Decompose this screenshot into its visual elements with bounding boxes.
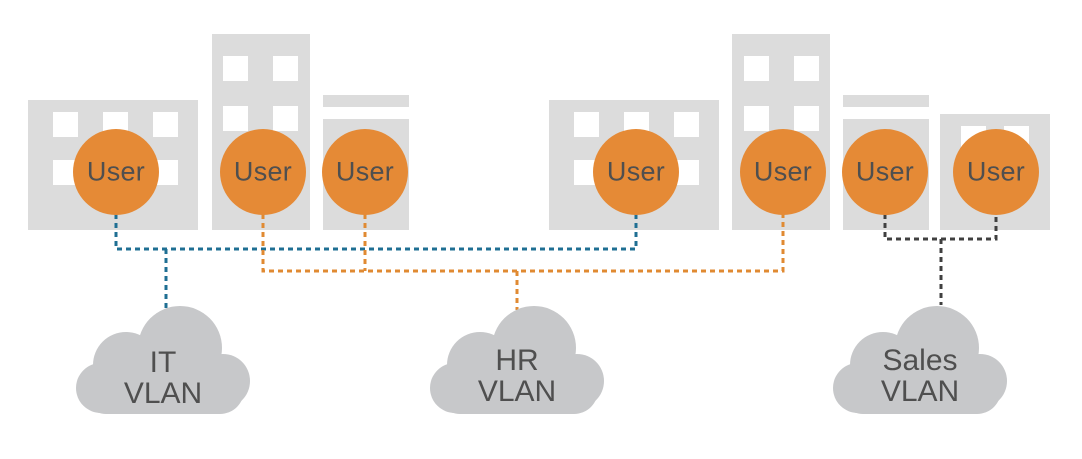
hr-vlan-link	[261, 214, 785, 273]
user-circle	[322, 129, 408, 215]
user-label: User	[335, 156, 395, 187]
user-label: User	[233, 156, 293, 187]
user-label: User	[855, 156, 915, 187]
user-circle	[842, 129, 928, 215]
user-label: User	[753, 156, 813, 187]
building-roof	[843, 95, 929, 107]
user-circle	[740, 129, 826, 215]
building-window	[273, 106, 298, 131]
building-window	[53, 112, 78, 137]
sales-vlan-label: Sales VLAN	[840, 345, 1000, 407]
sales-vlan-link	[883, 214, 998, 241]
it-vlan-label: IT VLAN	[83, 347, 243, 409]
user-circle	[953, 129, 1039, 215]
building-window	[744, 56, 769, 81]
sales-vlan-label-line1: Sales	[882, 344, 958, 377]
user-label: User	[86, 156, 146, 187]
it-vlan-label-line2: VLAN	[123, 377, 203, 410]
hr-vlan-label-line1: HR	[495, 344, 539, 377]
building-window	[574, 112, 599, 137]
building-window	[794, 56, 819, 81]
building-roof	[323, 95, 409, 107]
sales-vlan-cloud	[833, 306, 1007, 414]
hr-vlan-label-line2: VLAN	[477, 375, 557, 408]
it-vlan-cloud	[76, 306, 250, 414]
user-label: User	[606, 156, 666, 187]
cloud-base	[82, 365, 244, 414]
user-label: User	[966, 156, 1026, 187]
hr-vlan-label: HR VLAN	[437, 345, 597, 407]
building-window	[223, 56, 248, 81]
vlan-links-layer	[114, 214, 998, 310]
building-window	[153, 112, 178, 137]
building-window	[794, 106, 819, 131]
building-window	[223, 106, 248, 131]
hr-vlan-cloud	[430, 306, 604, 414]
cloud-base	[839, 365, 1001, 414]
building-window	[744, 106, 769, 131]
it-vlan-label-line1: IT	[149, 346, 177, 379]
building-window	[674, 112, 699, 137]
vlan-clouds-layer	[76, 306, 1007, 414]
users-layer	[73, 129, 1039, 215]
cloud-base	[436, 365, 598, 414]
user-circle	[220, 129, 306, 215]
building-window	[273, 56, 298, 81]
sales-vlan-label-line2: VLAN	[880, 375, 960, 408]
user-circle	[73, 129, 159, 215]
user-circle	[593, 129, 679, 215]
